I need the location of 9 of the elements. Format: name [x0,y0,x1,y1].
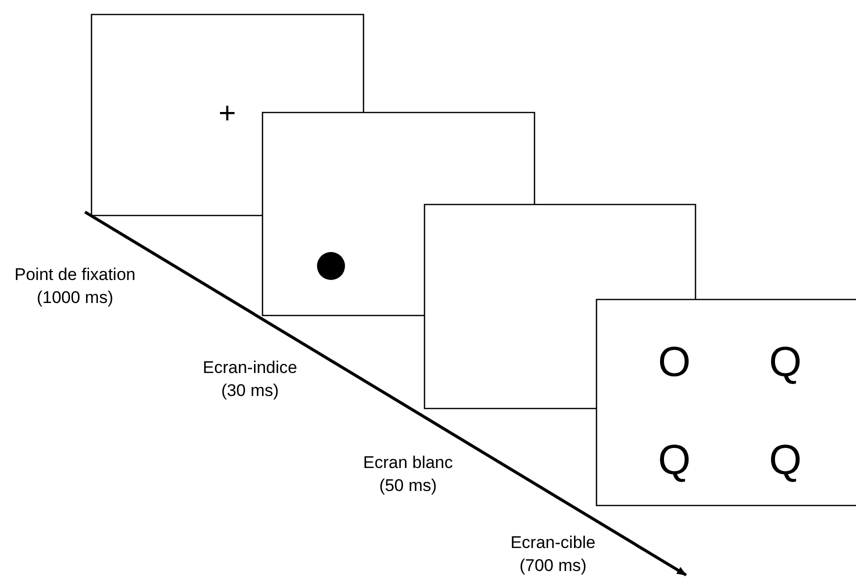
stimulus-letter: Q [769,341,802,383]
duration-label: Ecran-indice (30 ms) [202,357,298,402]
fixation-cross: + [218,99,236,129]
stimulus-letter: O [658,341,691,383]
stimulus-letter: Q [658,439,691,481]
duration-label: Ecran blanc (50 ms) [362,452,454,497]
duration-label: Point de fixation (1000 ms) [14,264,136,309]
stimulus-letter: Q [769,439,802,481]
duration-label: Ecran-cible (700 ms) [509,532,597,577]
